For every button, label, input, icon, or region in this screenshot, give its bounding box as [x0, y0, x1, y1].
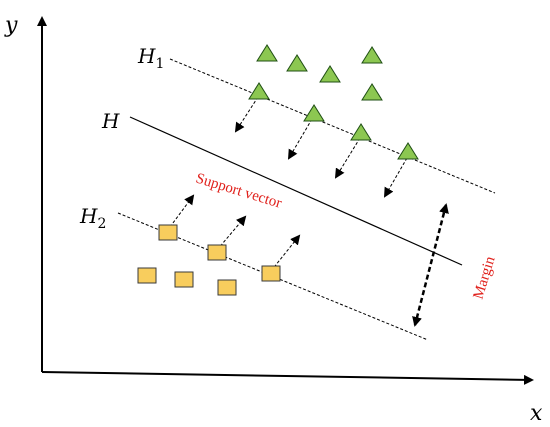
hyperplane-h	[129, 116, 463, 266]
support-vector-square	[207, 244, 227, 261]
support-vector-arrow	[234, 96, 259, 133]
support-vector-arrow	[383, 157, 408, 198]
h1-label: H1	[137, 44, 164, 72]
support-vector-triangle	[248, 82, 270, 100]
square-point	[174, 271, 194, 288]
support-vector-square	[158, 224, 178, 241]
hyperplane-h1	[169, 58, 496, 194]
support-vector-square	[261, 265, 281, 282]
square-point	[217, 279, 237, 296]
support-vector-triangle	[350, 123, 372, 141]
support-vector-label: Support vector	[194, 171, 284, 212]
square-point	[137, 267, 157, 284]
triangle-point	[286, 54, 308, 72]
support-vector-triangle	[303, 104, 325, 122]
h2-label: H2	[79, 204, 106, 232]
support-vector-arrow	[334, 137, 361, 179]
h-label: H	[101, 109, 120, 133]
triangle-point	[319, 65, 341, 83]
support-vector-triangle	[397, 142, 419, 160]
triangle-point	[361, 83, 383, 101]
support-vector-arrow	[287, 118, 313, 160]
triangle-point	[256, 44, 278, 62]
support-vector-arrow	[270, 234, 301, 272]
margin-arrow	[412, 203, 449, 327]
triangle-point	[361, 46, 383, 64]
margin-label: Margin	[471, 254, 499, 301]
x-axis	[41, 371, 534, 385]
x-axis-label: x	[530, 401, 543, 426]
y-axis-label: y	[4, 13, 18, 38]
